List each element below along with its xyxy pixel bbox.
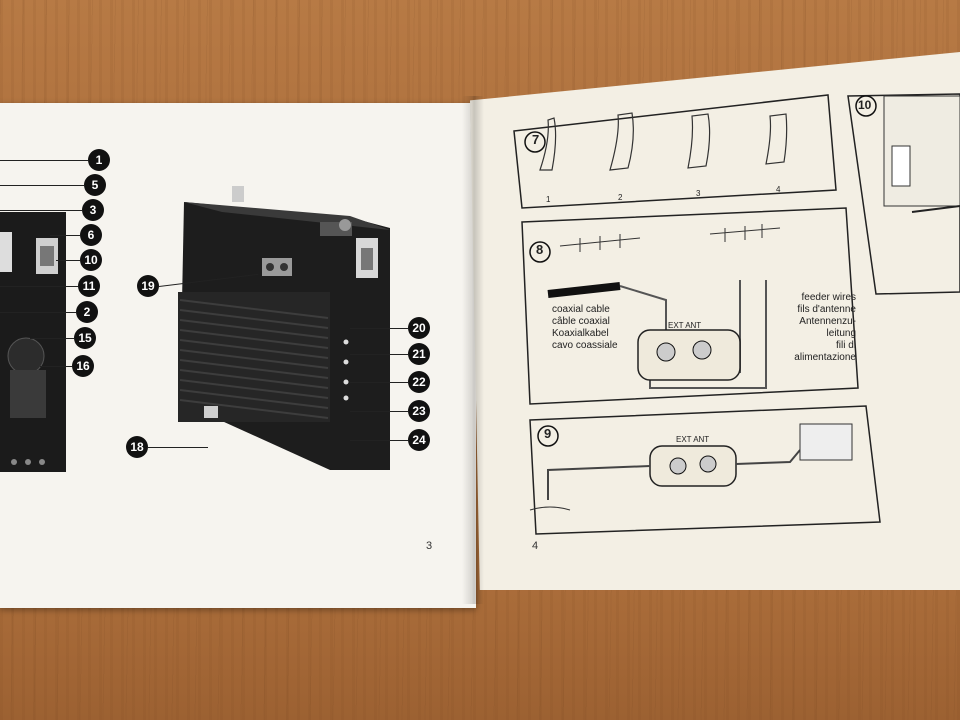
callout-21: 21 [408,343,430,365]
panel-9-frame [529,405,881,535]
ext-ant-label: EXT ANT [668,321,702,330]
feeder-label-fr: fils d'antenne [797,304,856,315]
step-2: 2 [618,193,623,202]
leader-line [40,366,72,367]
panel-7-number: 7 [532,132,540,147]
panel-10-frame [847,93,960,295]
feeder-label-de-1: Antennenzu- [799,316,856,327]
leader-line [0,160,88,161]
callout-24: 24 [408,429,430,451]
callout-6: 6 [80,224,102,246]
callout-22: 22 [408,371,430,393]
feeder-label-it-1: fili di [835,340,856,351]
callout-18: 18 [126,436,148,458]
radio-front-partial [0,212,66,472]
panel-8-frame [521,207,859,405]
feeder-label-it-2: alimentazione [794,352,856,363]
callout-10: 10 [80,249,102,271]
coax-label-de: Koaxialkabel [552,328,609,339]
right-page [470,52,960,590]
coax-label-fr: câble coaxial [552,316,610,327]
leader-line [0,286,78,287]
leader-line [350,440,408,441]
callout-23: 23 [408,400,430,422]
leader-line [0,185,84,186]
callout-16: 16 [72,355,94,377]
step-1: 1 [546,195,551,204]
leader-line [50,235,80,236]
feeder-label-de-2: leitung [826,328,856,339]
callout-1: 1 [88,149,110,171]
callout-20: 20 [408,317,430,339]
panel-10-number: 10 [858,98,872,112]
callout-11: 11 [78,275,100,297]
leader-line [350,328,408,329]
callout-2: 2 [76,301,98,323]
leader-line [56,260,80,261]
ext-ant-label-9: EXT ANT [676,435,710,444]
leader-line [350,382,408,383]
coax-label-en: coaxial cable [552,304,610,315]
step-3: 3 [696,189,701,198]
page-number-right: 4 [532,540,539,552]
book-gutter [462,96,484,604]
callout-15: 15 [74,327,96,349]
callout-3: 3 [82,199,104,221]
page-number-left: 3 [426,540,433,552]
panel-8-number: 8 [536,242,544,257]
radio-rear-view [178,186,390,470]
leader-line [148,447,208,448]
panel-7-frame [513,94,837,209]
feeder-label-en: feeder wires [801,292,856,303]
leader-line [30,338,74,339]
leader-line [350,411,408,412]
step-4: 4 [776,185,781,194]
leader-line [0,312,76,313]
callout-5: 5 [84,174,106,196]
leader-line [350,354,408,355]
leader-line [0,210,82,211]
coax-label-it: cavo coassiale [552,340,618,351]
callout-19: 19 [137,275,159,297]
panel-9-number: 9 [544,426,552,441]
